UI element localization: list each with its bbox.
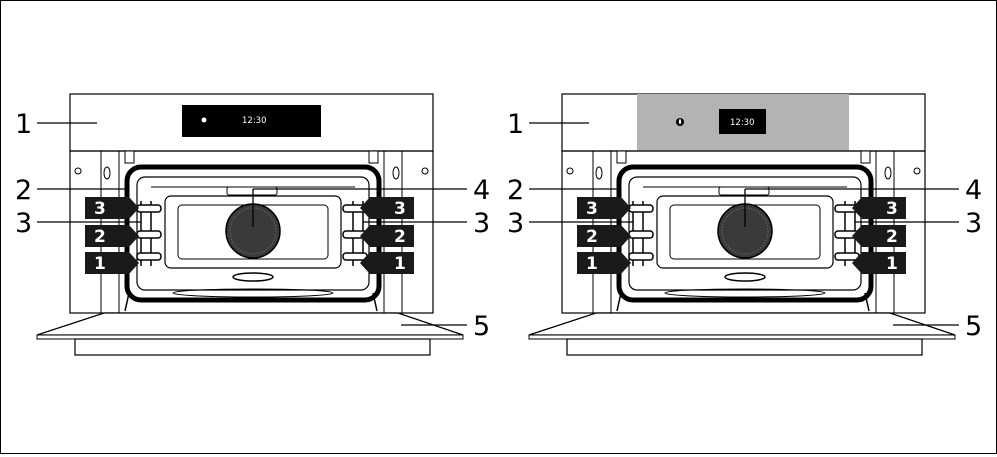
shelf-tags-left: 3 2 1: [85, 197, 139, 274]
vent-right-icon: [860, 150, 871, 164]
callout-door: 5: [965, 311, 982, 342]
callout-control-panel: 1: [15, 109, 32, 140]
shelf-level-label: 3: [394, 199, 406, 219]
callout-door: 5: [473, 311, 490, 342]
display-screen: [719, 109, 766, 134]
rack-left: [136, 201, 162, 266]
callout-lines: [37, 122, 467, 326]
vent-right-icon: [368, 150, 379, 164]
oven-left: 12:30: [15, 93, 490, 356]
shelf-tags-left: 3 2 1: [577, 197, 631, 274]
callout-rails-right: 3: [965, 208, 982, 239]
callout-seal: 2: [15, 175, 32, 206]
rack-left: [628, 201, 654, 266]
display-time: 12:30: [242, 116, 267, 126]
shelf-level-label: 2: [394, 227, 406, 247]
shelf-level-label: 2: [586, 227, 598, 247]
shelf-level-label: 2: [886, 227, 898, 247]
shelf-level-label: 3: [586, 199, 598, 219]
callout-fan: 4: [965, 175, 982, 206]
dot-icon: [201, 117, 207, 123]
shelf-level-label: 1: [886, 254, 898, 274]
vent-left-icon: [616, 150, 627, 164]
oven-right: 12:30: [507, 93, 982, 356]
callout-rails-left: 3: [507, 208, 524, 239]
callout-rails-right: 3: [473, 208, 490, 239]
callout-control-panel: 1: [507, 109, 524, 140]
display-time: 12:30: [730, 118, 755, 128]
shelf-level-label: 2: [94, 227, 106, 247]
shelf-level-label: 1: [394, 254, 406, 274]
callout-fan: 4: [473, 175, 490, 206]
shelf-level-label: 3: [94, 199, 106, 219]
shelf-level-label: 1: [94, 254, 106, 274]
shelf-level-label: 1: [586, 254, 598, 274]
shelf-tags-right: 3 2 1: [360, 197, 414, 274]
callout-lines: [529, 122, 959, 326]
callout-rails-left: 3: [15, 208, 32, 239]
callout-seal: 2: [507, 175, 524, 206]
shelf-tags-right: 3 2 1: [852, 197, 906, 274]
oven-door: [36, 292, 464, 356]
oven-door: [528, 292, 956, 356]
shelf-level-label: 3: [886, 199, 898, 219]
vent-left-icon: [124, 150, 135, 164]
